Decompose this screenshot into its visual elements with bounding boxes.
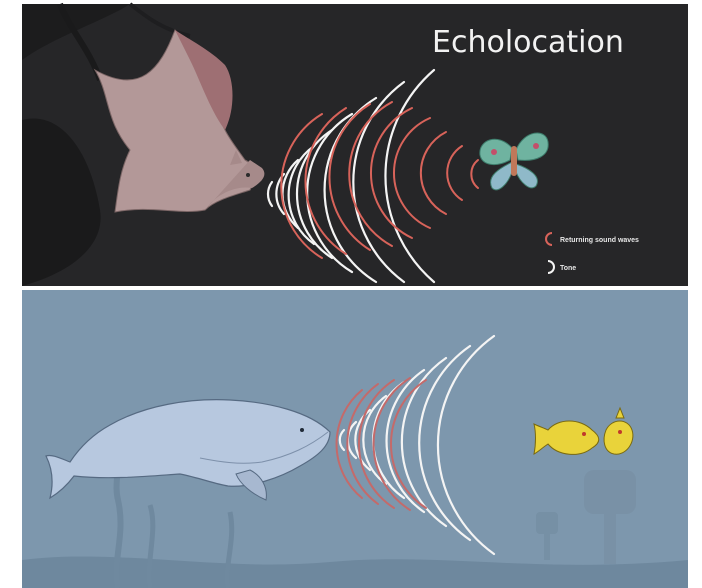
legend-returning-label: Returning sound waves xyxy=(560,237,639,244)
whale-panel xyxy=(22,290,688,588)
legend-tone-label: Tone xyxy=(560,265,576,272)
page-title: Echolocation xyxy=(432,25,624,60)
bat-panel: Echolocation Returning sound waves Tone xyxy=(22,4,688,286)
